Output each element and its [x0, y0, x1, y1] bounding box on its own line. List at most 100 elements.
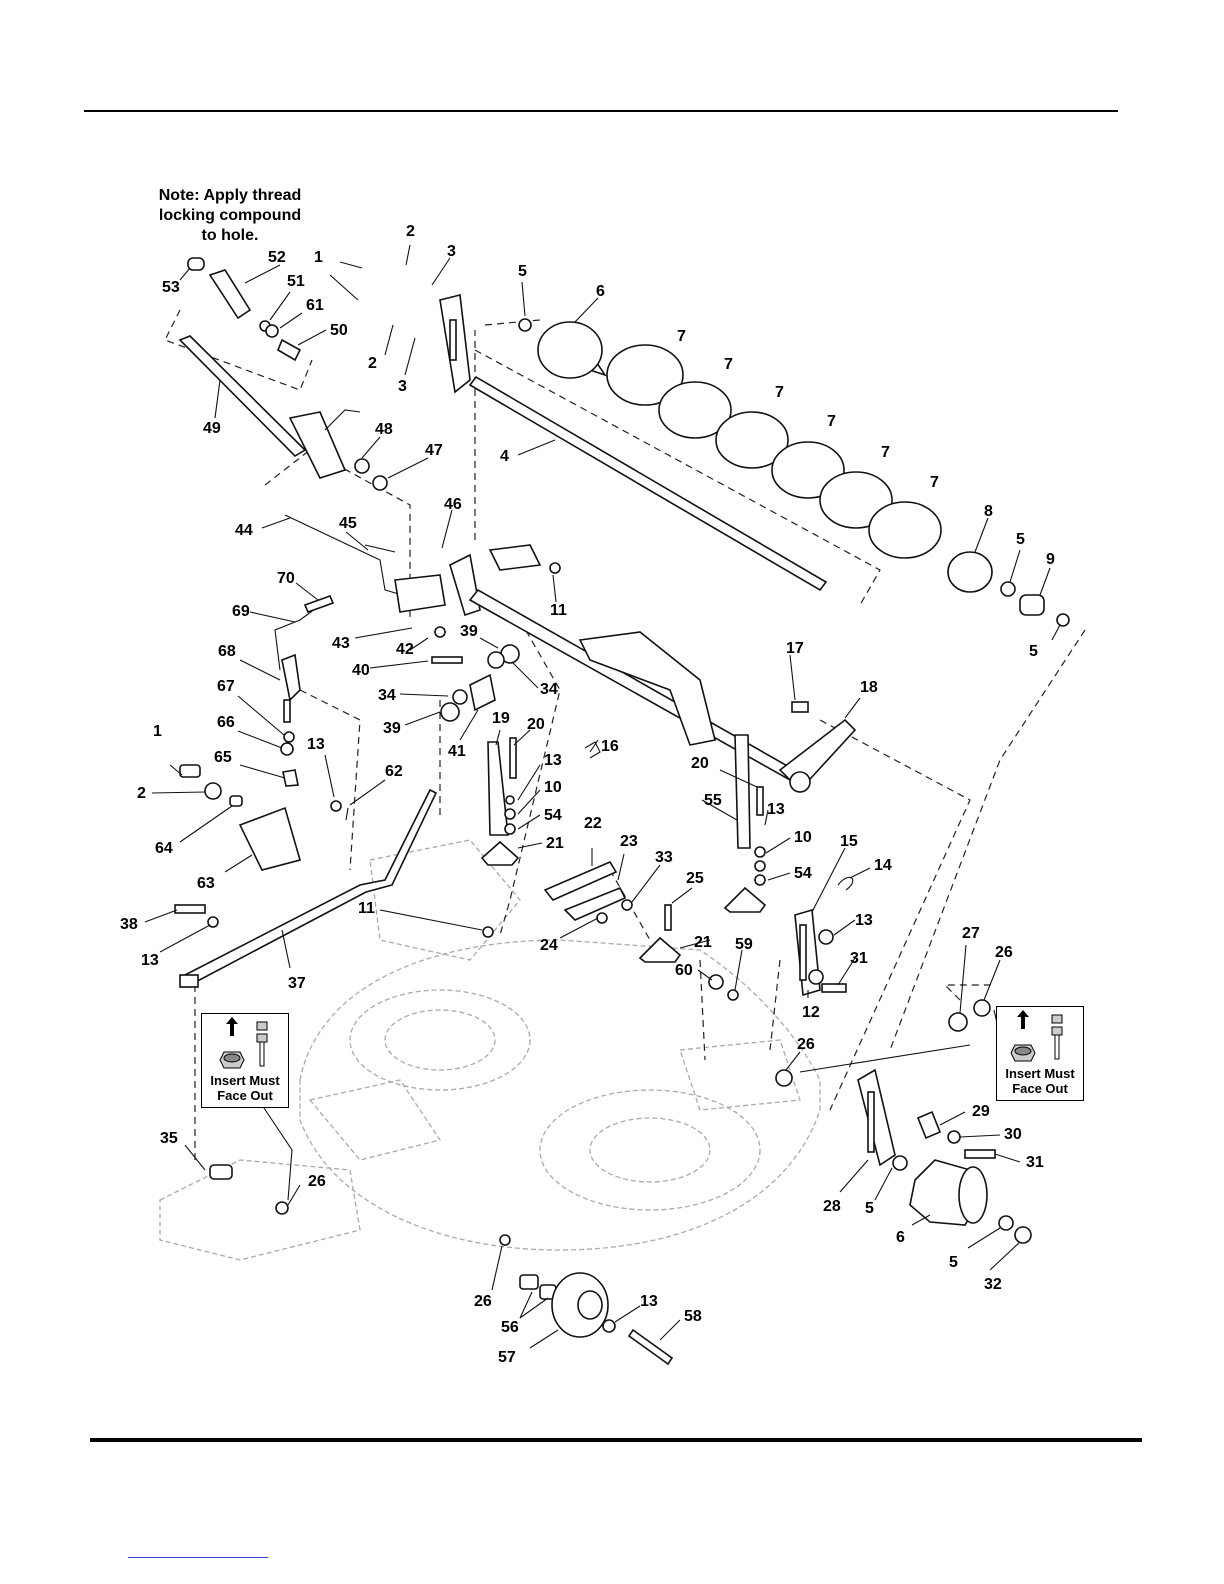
callout-54-right: 54: [794, 865, 812, 882]
callout-9: 9: [1046, 551, 1055, 568]
callout-labels: 53 52 51 61 50 49 1 2 3 2 3 5 6 7 7 7 7 …: [120, 223, 1055, 1366]
callout-47: 47: [425, 442, 443, 459]
callout-5-far: 5: [1029, 643, 1038, 660]
callout-4: 4: [500, 448, 509, 465]
callout-52: 52: [268, 249, 286, 266]
callout-7a: 7: [677, 328, 686, 345]
callout-41: 41: [448, 743, 466, 760]
callout-10-left: 10: [544, 779, 562, 796]
callout-31-low: 31: [1026, 1154, 1044, 1171]
callout-11-mid: 11: [358, 900, 375, 917]
callout-13-link: 13: [141, 952, 159, 969]
callout-7b: 7: [724, 356, 733, 373]
insert-notice-left-text: Insert Must Face Out: [202, 1073, 288, 1103]
insert-notice-right: Insert Must Face Out: [996, 1006, 1084, 1101]
callout-68: 68: [218, 643, 236, 660]
callout-33: 33: [655, 849, 673, 866]
plate-parts: [543, 741, 633, 924]
callout-13-bracket: 13: [855, 912, 873, 929]
insert-right-line-1: Insert Must: [1005, 1066, 1075, 1081]
callout-37: 37: [288, 975, 306, 992]
callout-7f: 7: [930, 474, 939, 491]
callout-3-mid: 3: [398, 378, 407, 395]
callout-20-right: 20: [691, 755, 709, 772]
callout-13-right: 13: [767, 801, 785, 818]
roller-set: [518, 318, 1070, 627]
callout-30: 30: [1004, 1126, 1022, 1143]
callout-13-wheel: 13: [640, 1293, 658, 1310]
callout-45: 45: [339, 515, 357, 532]
insert-left-line-1: Insert Must: [210, 1073, 280, 1088]
footer-rule: [90, 1438, 1142, 1442]
roller-shaft: [468, 375, 828, 592]
callout-48: 48: [375, 421, 393, 438]
callout-22: 22: [584, 815, 602, 832]
callout-62: 62: [385, 763, 403, 780]
callout-49: 49: [203, 420, 221, 437]
callout-21-right: 21: [694, 934, 712, 951]
callout-23: 23: [620, 833, 638, 850]
right-bracket-parts: [708, 701, 854, 1001]
callout-43: 43: [332, 635, 350, 652]
callout-24: 24: [540, 937, 558, 954]
callout-57: 57: [498, 1349, 516, 1366]
nut-bolt-icon: [1010, 1010, 1063, 1062]
callout-26-mid: 26: [797, 1036, 815, 1053]
adjustment-link-rod: [179, 788, 438, 988]
thread-locking-note: Note: Apply thread locking compound to h…: [150, 186, 310, 246]
assembly-dash-lines: [164, 309, 1086, 1165]
callout-67: 67: [217, 678, 235, 695]
callout-59: 59: [735, 936, 753, 953]
callout-16: 16: [601, 738, 619, 755]
mower-deck-outline: [159, 839, 821, 1261]
link-parts-left: [174, 904, 494, 938]
callout-55: 55: [704, 792, 722, 809]
callout-12: 12: [802, 1004, 820, 1021]
insert-notice-right-text: Insert Must Face Out: [997, 1066, 1083, 1096]
lift-shaft-assembly: [434, 544, 857, 793]
callout-17: 17: [786, 640, 804, 657]
callout-13-strap: 13: [544, 752, 562, 769]
insert-left-line-2: Face Out: [217, 1088, 273, 1103]
callout-11-top: 11: [550, 602, 567, 619]
callout-70: 70: [277, 570, 295, 587]
callout-5-low: 5: [865, 1200, 874, 1217]
callout-5-lowest: 5: [949, 1254, 958, 1271]
callout-6-top: 6: [596, 283, 605, 300]
callout-18: 18: [860, 679, 878, 696]
callout-26-right: 26: [995, 944, 1013, 961]
callout-40: 40: [352, 662, 370, 679]
callout-29: 29: [972, 1103, 990, 1120]
callout-14: 14: [874, 857, 892, 874]
callout-65: 65: [214, 749, 232, 766]
callout-26-left: 26: [308, 1173, 326, 1190]
pivot-bracket-parts: [431, 644, 520, 722]
callout-25: 25: [686, 870, 704, 887]
callout-28: 28: [823, 1198, 841, 1215]
callout-56: 56: [501, 1319, 519, 1336]
strap-clamp-left: [480, 737, 520, 866]
callout-1-left: 1: [153, 723, 162, 740]
callout-64: 64: [155, 840, 173, 857]
callout-8: 8: [984, 503, 993, 520]
note-line-2: locking compound: [158, 207, 302, 224]
callout-44: 44: [235, 522, 253, 539]
callout-50: 50: [330, 322, 348, 339]
callout-6-low: 6: [896, 1229, 905, 1246]
lift-handle-parts: [178, 257, 388, 491]
callout-20-left: 20: [527, 716, 545, 733]
nut-bolt-icon: [219, 1017, 268, 1069]
callout-32: 32: [984, 1276, 1002, 1293]
callout-61: 61: [306, 297, 324, 314]
callout-58: 58: [684, 1308, 702, 1325]
callout-39-bottom: 39: [383, 720, 401, 737]
callout-31-mid: 31: [850, 950, 868, 967]
callout-15: 15: [840, 833, 858, 850]
footer-link-underline[interactable]: [128, 1557, 268, 1558]
callout-63: 63: [197, 875, 215, 892]
callout-51: 51: [287, 273, 305, 290]
callout-46: 46: [444, 496, 462, 513]
callout-34-right: 34: [540, 681, 558, 698]
callout-3-top: 3: [447, 243, 456, 260]
